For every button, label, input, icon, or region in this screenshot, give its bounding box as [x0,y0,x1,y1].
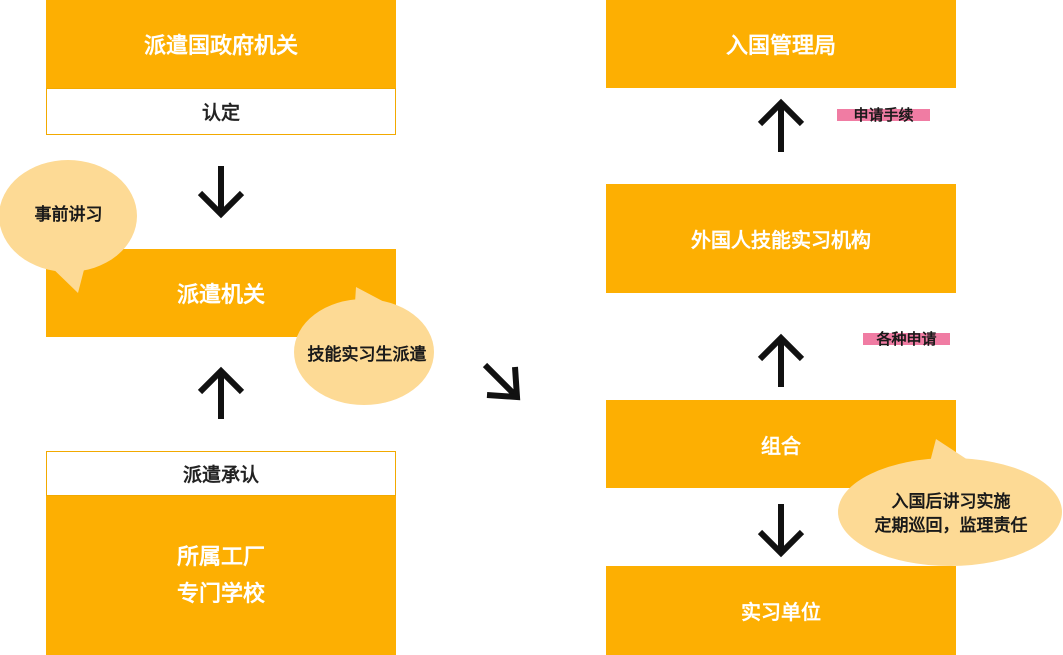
highlight-bar [863,333,950,345]
arrow-down-icon [197,166,245,219]
post-entry-bubble [838,439,1062,566]
certify-label: 认定 [201,102,240,124]
arrow-up-icon [757,333,805,387]
various-apply-label: 各种申请 [876,329,937,348]
foreign-training-org-label: 外国人技能实习机构 [691,228,871,252]
pre-training-bubble [0,160,137,293]
post-entry-text: 入国后讲习实施 定期巡回，监理责任 [874,492,1028,536]
foreign-training-org-box: 外国人技能实习机构 [606,184,956,293]
dispatch-approval-label: 派遣承认 [182,464,259,486]
highlight-bar [837,109,930,121]
arrow-up-icon [197,366,245,419]
arrow-down-icon [757,504,805,558]
factory-school-label: 所属工厂 专门学校 [176,544,265,607]
dispatch-country-government-label: 派遣国政府机关 [143,34,298,59]
training-unit-label: 实习单位 [741,600,821,624]
dispatch-country-government-box: 派遣国政府机关 [46,0,396,88]
immigration-bureau-box: 入国管理局 [606,0,956,88]
apply-procedure-tag: 申请手续 [837,102,930,126]
training-unit-box: 实习单位 [606,566,956,655]
dispatch-agency-label: 派遣机关 [176,283,265,308]
dispatch-approval-box: 派遣承认 [46,451,396,496]
trainee-dispatch-text: 技能实习生派遣 [307,344,427,365]
trainee-dispatch-bubble [294,287,434,405]
immigration-bureau-label: 入国管理局 [725,34,836,59]
union-label: 组合 [761,433,801,458]
certify-box: 认定 [46,88,396,135]
apply-procedure-label: 申请手续 [853,105,914,124]
arrow-up-icon [757,98,805,152]
factory-school-box: 所属工厂 专门学校 [46,496,396,655]
arrow-diagonal-icon [482,362,521,401]
various-apply-tag: 各种申请 [863,326,950,350]
pre-training-text: 事前讲习 [34,204,103,225]
